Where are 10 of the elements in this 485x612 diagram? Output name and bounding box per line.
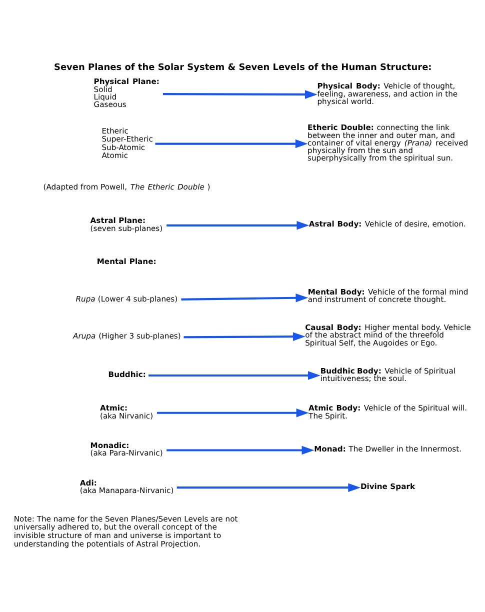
arrow — [184, 332, 306, 341]
arrow — [166, 446, 314, 455]
arrow — [156, 408, 309, 418]
arrow — [166, 221, 310, 230]
arrow — [181, 294, 308, 302]
arrow — [155, 139, 308, 148]
arrow — [148, 371, 320, 380]
arrow — [162, 90, 318, 99]
arrow — [176, 483, 361, 492]
diagram-title: Seven Planes of the Solar System & Seven Levels of the Human Structure: — [54, 63, 432, 74]
